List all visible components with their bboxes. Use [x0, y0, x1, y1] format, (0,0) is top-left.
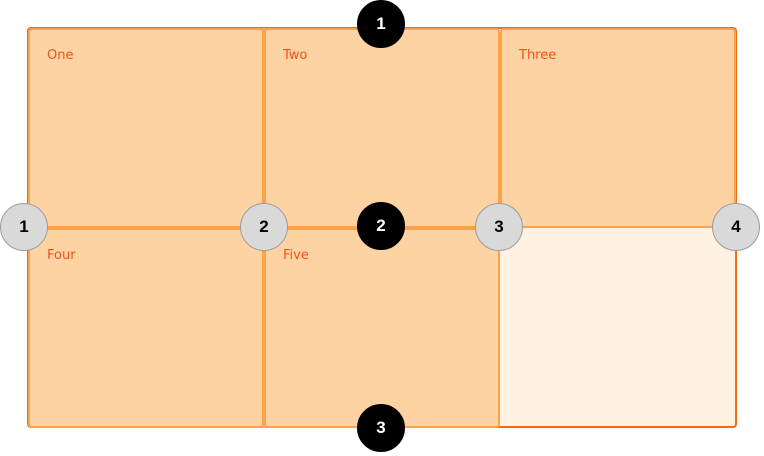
column-line-marker-3: 3: [475, 203, 523, 251]
column-line-marker-1: 1: [0, 203, 48, 251]
column-line-marker-4: 4: [712, 203, 760, 251]
grid-item-label: Three: [519, 48, 557, 63]
grid-item-label: Five: [283, 248, 309, 263]
row-line-marker-2: 2: [357, 202, 405, 250]
row-line-marker-1: 1: [357, 0, 405, 48]
row-line-marker-3: 3: [357, 404, 405, 452]
grid-item-three: Three: [500, 28, 736, 228]
grid-item-five: Five: [264, 228, 500, 428]
grid-item-label: One: [47, 48, 74, 63]
grid-item-four: Four: [28, 228, 264, 428]
grid-item-label: Two: [283, 48, 308, 63]
grid-item-one: One: [28, 28, 264, 228]
grid-item-two: Two: [264, 28, 500, 228]
grid-item-label: Four: [47, 248, 76, 263]
column-line-marker-2: 2: [240, 203, 288, 251]
